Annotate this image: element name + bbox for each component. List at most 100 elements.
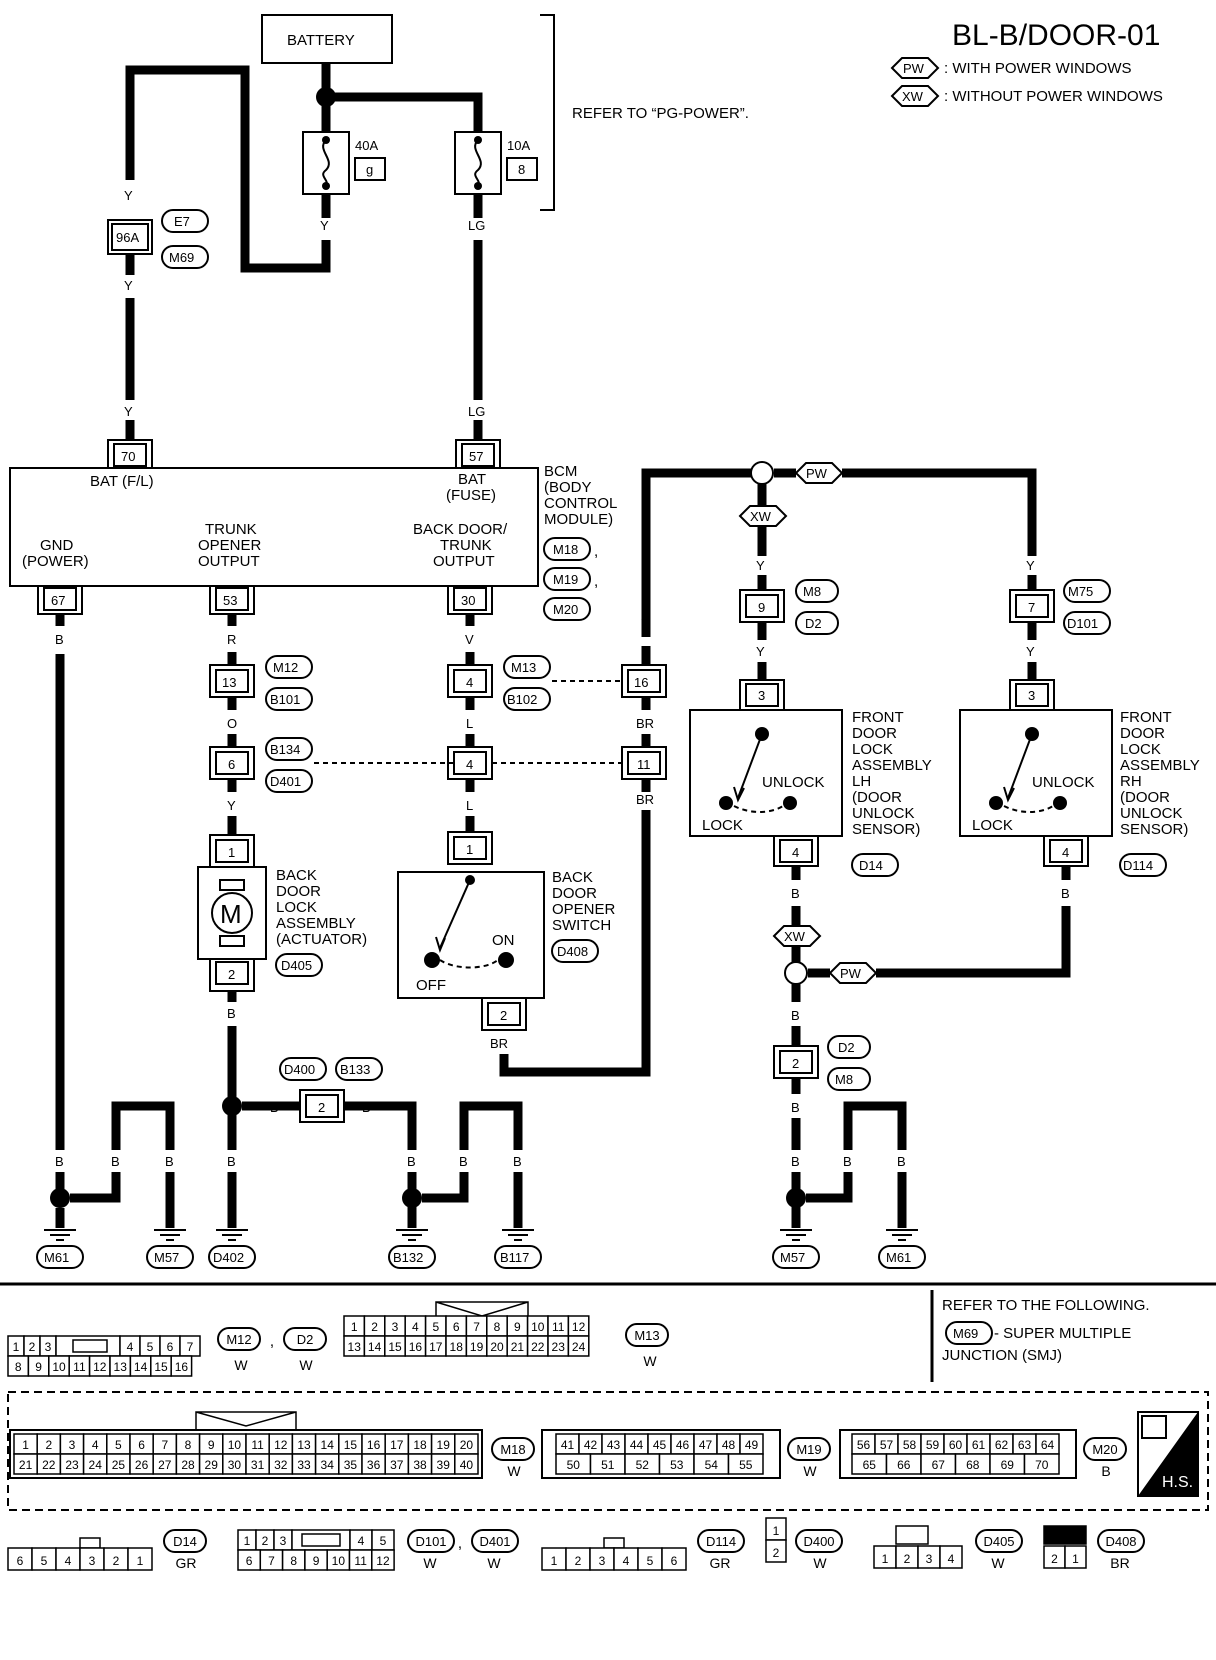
svg-text:2: 2 <box>792 1056 799 1071</box>
inline-m75: 7 M75 D101 <box>1009 579 1111 635</box>
d101-pin-12: 12 <box>376 1554 390 1568</box>
svg-text:R: R <box>227 632 236 647</box>
d400-cell <box>765 1539 787 1563</box>
d401-badge <box>471 1529 519 1553</box>
d14-badge <box>163 1529 207 1553</box>
m12-pin-11: 11 <box>73 1360 86 1374</box>
m12-pin-8: 8 <box>15 1360 22 1374</box>
svg-text:3: 3 <box>1028 688 1035 703</box>
d101-badge <box>407 1529 455 1553</box>
d401-color: W <box>487 1555 501 1571</box>
svg-text:6: 6 <box>228 757 235 772</box>
m13-pin-12: 12 <box>572 1320 586 1334</box>
m18-pin-38: 38 <box>413 1458 427 1472</box>
d408-pin-2: 2 <box>1051 1552 1058 1566</box>
m18-pin-30: 30 <box>228 1458 242 1472</box>
inline-11: 11 <box>621 746 667 780</box>
d400-pin-2: 2 <box>773 1546 780 1560</box>
d114-pin-4: 4 <box>623 1554 630 1568</box>
pw-tag-top: PW <box>794 462 844 484</box>
svg-text:M57: M57 <box>154 1250 179 1265</box>
m20-pin-70: 70 <box>1035 1458 1049 1472</box>
m13-pin-19: 19 <box>470 1340 484 1354</box>
svg-text:B: B <box>55 632 64 647</box>
d408-badge <box>1097 1529 1145 1553</box>
svg-text:BACK: BACK <box>552 869 593 886</box>
bcm-pin-53: 53 <box>209 585 255 615</box>
battery-label: BATTERY <box>287 32 355 49</box>
d14-pin-2: 2 <box>113 1554 120 1568</box>
m13-pin-15: 15 <box>388 1340 402 1354</box>
m18-pin-3: 3 <box>69 1438 76 1452</box>
m20-pin-61: 61 <box>972 1438 986 1452</box>
svg-text:M13: M13 <box>511 660 536 675</box>
svg-text:96A: 96A <box>116 230 139 245</box>
svg-text:UNLOCK: UNLOCK <box>852 805 915 822</box>
svg-text:BR: BR <box>490 1036 508 1051</box>
svg-text:B: B <box>165 1154 174 1169</box>
inline-4-second: 4 <box>447 746 493 780</box>
m20-code: M20 <box>1092 1442 1117 1457</box>
d14-pin-4: 4 <box>65 1554 72 1568</box>
m18-pin-5: 5 <box>115 1438 122 1452</box>
m12-pin-12: 12 <box>93 1360 107 1374</box>
svg-text:67: 67 <box>51 593 65 608</box>
inline-16: 16 <box>621 664 667 698</box>
svg-text:Y: Y <box>124 404 133 419</box>
svg-text:ASSEMBLY: ASSEMBLY <box>1120 757 1200 774</box>
m20-pin-64: 64 <box>1041 1438 1055 1452</box>
svg-text:: WITH POWER WINDOWS: : WITH POWER WINDOWS <box>944 60 1131 77</box>
m18-pin-4: 4 <box>92 1438 99 1452</box>
m20-pin-68: 68 <box>966 1458 980 1472</box>
d408-cell <box>1064 1545 1087 1569</box>
svg-text:Y: Y <box>124 188 133 203</box>
d114-pin-5: 5 <box>647 1554 654 1568</box>
bcm-connectors: M18 , M19 , M20 <box>543 537 598 621</box>
d401-code: D401 <box>479 1534 510 1549</box>
d101-pin-7: 7 <box>268 1554 275 1568</box>
m20-pin-58: 58 <box>903 1438 917 1452</box>
svg-text:LG: LG <box>468 404 485 419</box>
svg-text:B: B <box>227 1154 236 1169</box>
m13-code: M13 <box>634 1328 659 1343</box>
m18-pin-35: 35 <box>344 1458 358 1472</box>
m18-pin-21: 21 <box>19 1458 33 1472</box>
junction-96a: 96A E7 M69 <box>107 209 209 269</box>
d114-cell <box>661 1547 687 1571</box>
d400-pin-1: 1 <box>773 1524 780 1538</box>
d114-pin-1: 1 <box>551 1554 558 1568</box>
svg-text:OPENER: OPENER <box>552 901 616 918</box>
svg-text:B: B <box>1061 886 1070 901</box>
m12-color: W <box>234 1357 248 1373</box>
m13-cell <box>567 1335 590 1357</box>
svg-text:DOOR: DOOR <box>552 885 597 902</box>
svg-text:30: 30 <box>461 593 475 608</box>
inline-m8: 9 M8 D2 <box>739 579 839 635</box>
d114-pin-2: 2 <box>575 1554 582 1568</box>
m18-code: M18 <box>500 1442 525 1457</box>
svg-text:M20: M20 <box>553 602 578 617</box>
xw-tag-top: XW <box>738 505 788 527</box>
d14-cell <box>127 1547 153 1571</box>
m13-pin-24: 24 <box>572 1340 586 1354</box>
m13-pin-8: 8 <box>494 1320 501 1334</box>
m12-pin-5: 5 <box>147 1340 154 1354</box>
m13-pin-22: 22 <box>531 1340 545 1354</box>
d101-code: D101 <box>415 1534 446 1549</box>
m19-pin-47: 47 <box>699 1438 713 1452</box>
m20-pin-56: 56 <box>857 1438 871 1452</box>
legend-xw: XW : WITHOUT POWER WINDOWS <box>890 85 1163 107</box>
d405-pin-1: 1 <box>882 1552 889 1566</box>
comma: , <box>458 1535 462 1552</box>
svg-text:LG: LG <box>468 218 485 233</box>
svg-text:M: M <box>220 899 242 929</box>
m19-pin-51: 51 <box>601 1458 615 1472</box>
m18-pin-26: 26 <box>135 1458 149 1472</box>
m13-pin-23: 23 <box>552 1340 566 1354</box>
svg-text:4: 4 <box>792 845 799 860</box>
d405-pin-2: 2 <box>904 1552 911 1566</box>
ground-symbols <box>44 1229 918 1241</box>
m12-pin-1: 1 <box>13 1340 20 1354</box>
